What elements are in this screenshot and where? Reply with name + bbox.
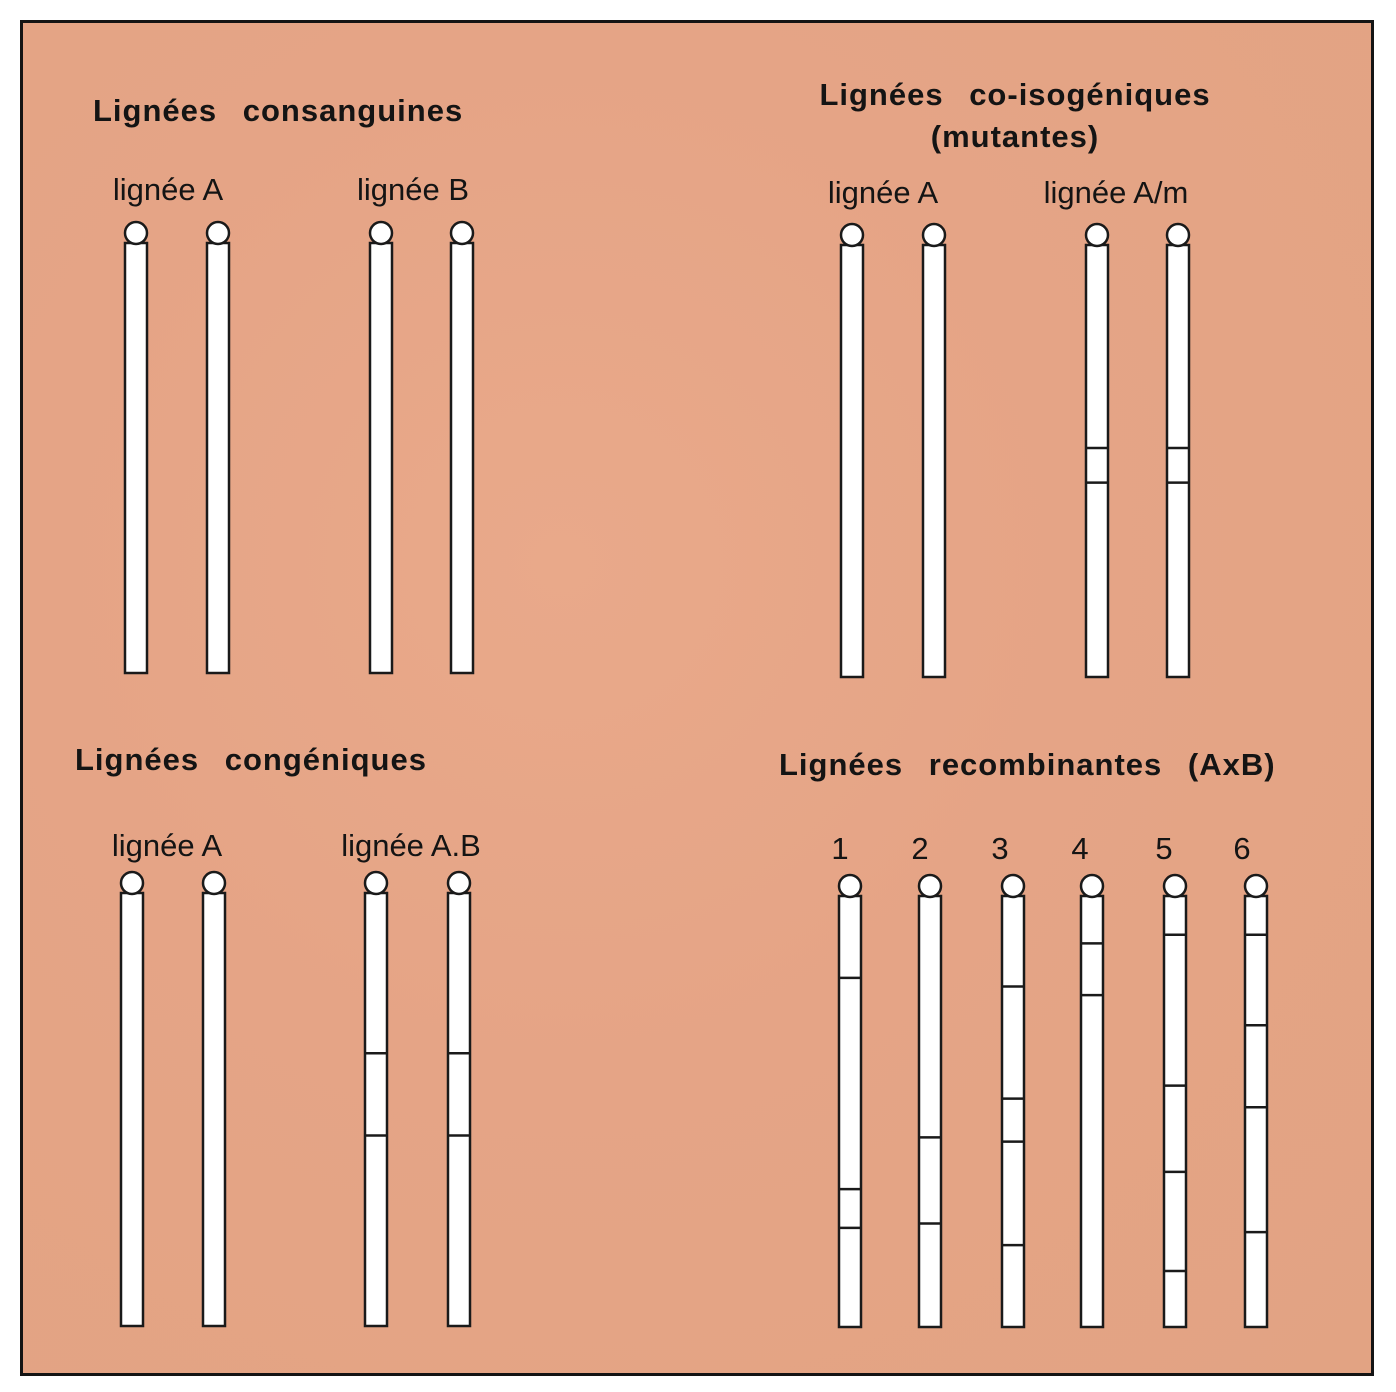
centromere bbox=[1000, 873, 1026, 899]
chromosome-arm bbox=[1162, 894, 1188, 1329]
chromosome-arm bbox=[1243, 894, 1269, 1329]
chromosome bbox=[1000, 873, 1026, 1329]
chromosome-arm bbox=[446, 891, 472, 1328]
chromosome-arm bbox=[119, 891, 145, 1328]
centromere bbox=[449, 220, 475, 246]
centromere bbox=[1084, 222, 1110, 248]
centromere bbox=[368, 220, 394, 246]
chromosome-arm bbox=[839, 243, 865, 679]
centromere bbox=[837, 873, 863, 899]
centromere bbox=[1079, 873, 1105, 899]
group-recombinantes: Lignées recombinantes (AxB) 1 2 3 4 5 6 bbox=[779, 747, 1276, 866]
line-label: lignée A.B bbox=[341, 828, 481, 863]
centromere bbox=[921, 222, 947, 248]
chromosome-arm bbox=[201, 891, 227, 1328]
chromosome-arm bbox=[368, 241, 394, 675]
line-label: lignée B bbox=[357, 172, 469, 207]
chromosome-diagram: Lignées consanguines lignée A lignée B L… bbox=[75, 77, 1276, 1329]
chromosome-arm bbox=[917, 894, 943, 1329]
line-label: 3 bbox=[991, 831, 1008, 866]
group-co-isogeniques: Lignées co-isogéniques (mutantes) lignée… bbox=[819, 77, 1210, 210]
chromosome bbox=[839, 222, 865, 679]
centromere bbox=[201, 870, 227, 896]
chromosome-arm bbox=[1000, 894, 1026, 1329]
line-label: 5 bbox=[1155, 831, 1172, 866]
chromosome bbox=[449, 220, 475, 675]
line-label: lignée A bbox=[112, 828, 223, 863]
group-title: Lignées co-isogéniques bbox=[819, 77, 1210, 112]
line-label: 4 bbox=[1071, 831, 1088, 866]
chromosome-arm bbox=[1165, 243, 1191, 679]
chromosome bbox=[921, 222, 947, 679]
centromere bbox=[205, 220, 231, 246]
group-consanguines: Lignées consanguines lignée A lignée B bbox=[93, 93, 469, 207]
line-label: lignée A bbox=[113, 172, 224, 207]
chromosome bbox=[1079, 873, 1105, 1329]
chromosome-arm bbox=[1079, 894, 1105, 1329]
chromosome bbox=[368, 220, 394, 675]
line-label: 6 bbox=[1233, 831, 1250, 866]
centromere bbox=[363, 870, 389, 896]
chromosome bbox=[1162, 873, 1188, 1329]
chromosome bbox=[837, 873, 863, 1329]
group-title: Lignées recombinantes (AxB) bbox=[779, 747, 1276, 782]
centromere bbox=[123, 220, 149, 246]
chromosome-arm bbox=[449, 241, 475, 675]
line-label: 2 bbox=[911, 831, 928, 866]
chromosome-arm bbox=[1084, 243, 1110, 679]
chromosome bbox=[917, 873, 943, 1329]
chromosome-arm bbox=[921, 243, 947, 679]
chromosome-arm bbox=[837, 894, 863, 1329]
centromere bbox=[1162, 873, 1188, 899]
centromere bbox=[917, 873, 943, 899]
centromere bbox=[119, 870, 145, 896]
chromosome bbox=[1243, 873, 1269, 1329]
centromere bbox=[839, 222, 865, 248]
chromosome bbox=[446, 870, 472, 1328]
chromosome bbox=[123, 220, 149, 675]
chromosome-arm bbox=[205, 241, 231, 675]
centromere bbox=[1165, 222, 1191, 248]
centromere bbox=[446, 870, 472, 896]
chromosome-layer bbox=[119, 220, 1269, 1329]
chromosome bbox=[119, 870, 145, 1328]
line-label: 1 bbox=[831, 831, 848, 866]
group-title: Lignées congéniques bbox=[75, 742, 427, 777]
chromosome bbox=[205, 220, 231, 675]
line-label: lignée A/m bbox=[1044, 175, 1189, 210]
chromosome bbox=[1165, 222, 1191, 679]
group-congeniques: Lignées congéniques lignée A lignée A.B bbox=[75, 742, 481, 863]
chromosome bbox=[201, 870, 227, 1328]
chromosome bbox=[1084, 222, 1110, 679]
group-subtitle: (mutantes) bbox=[931, 119, 1099, 154]
diagram-panel: Lignées consanguines lignée A lignée B L… bbox=[20, 20, 1374, 1376]
centromere bbox=[1243, 873, 1269, 899]
group-title: Lignées consanguines bbox=[93, 93, 463, 128]
chromosome-arm bbox=[123, 241, 149, 675]
chromosome-arm bbox=[363, 891, 389, 1328]
line-label: lignée A bbox=[828, 175, 939, 210]
chromosome bbox=[363, 870, 389, 1328]
